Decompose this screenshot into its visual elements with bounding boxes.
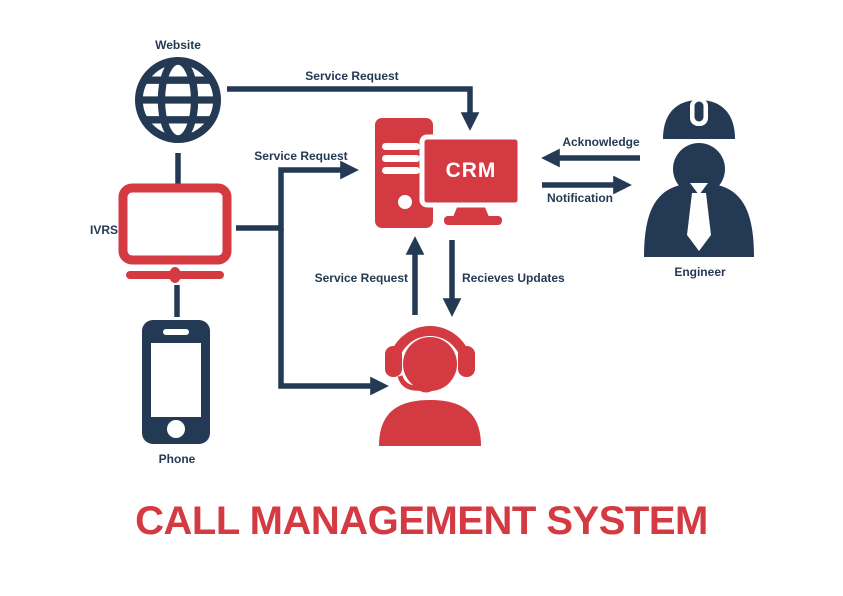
crm-node: CRM (372, 116, 523, 230)
arrow-website-to-crm (227, 86, 480, 131)
tie-knot-shape (690, 183, 708, 195)
server-monitor-icon (375, 118, 523, 228)
diagram-title: CALL MANAGEMENT SYSTEM (135, 499, 708, 543)
tv-monitor-icon (118, 183, 232, 283)
edge-label-service-request-top: Service Request (305, 69, 399, 83)
edge-label-acknowledge: Acknowledge (562, 135, 640, 149)
website-label: Website (155, 38, 201, 52)
phone-label: Phone (158, 452, 196, 466)
arrow-ivrs-to-crm (236, 160, 359, 231)
ivrs-label: IVRS (89, 223, 118, 237)
arrow-ivrs-to-agent (278, 228, 389, 396)
smartphone-icon (142, 320, 210, 444)
crm-monitor-label: CRM (445, 159, 497, 182)
globe-icon (134, 56, 222, 144)
edge-label-service-request-mid: Service Request (254, 149, 348, 163)
crm-monitor-icon (419, 134, 523, 225)
engineer-hardhat-icon (644, 98, 754, 257)
edge-label-notification: Notification (547, 191, 613, 205)
edge-label-service-request-up: Service Request (314, 271, 408, 285)
server-tower-icon (375, 118, 433, 228)
tie-body-shape (687, 193, 711, 251)
edge-label-recieves-updates: Recieves Updates (462, 271, 565, 285)
support-agent-headset-icon (379, 326, 481, 446)
engineer-label: Engineer (674, 265, 726, 279)
face-shape (673, 143, 725, 195)
